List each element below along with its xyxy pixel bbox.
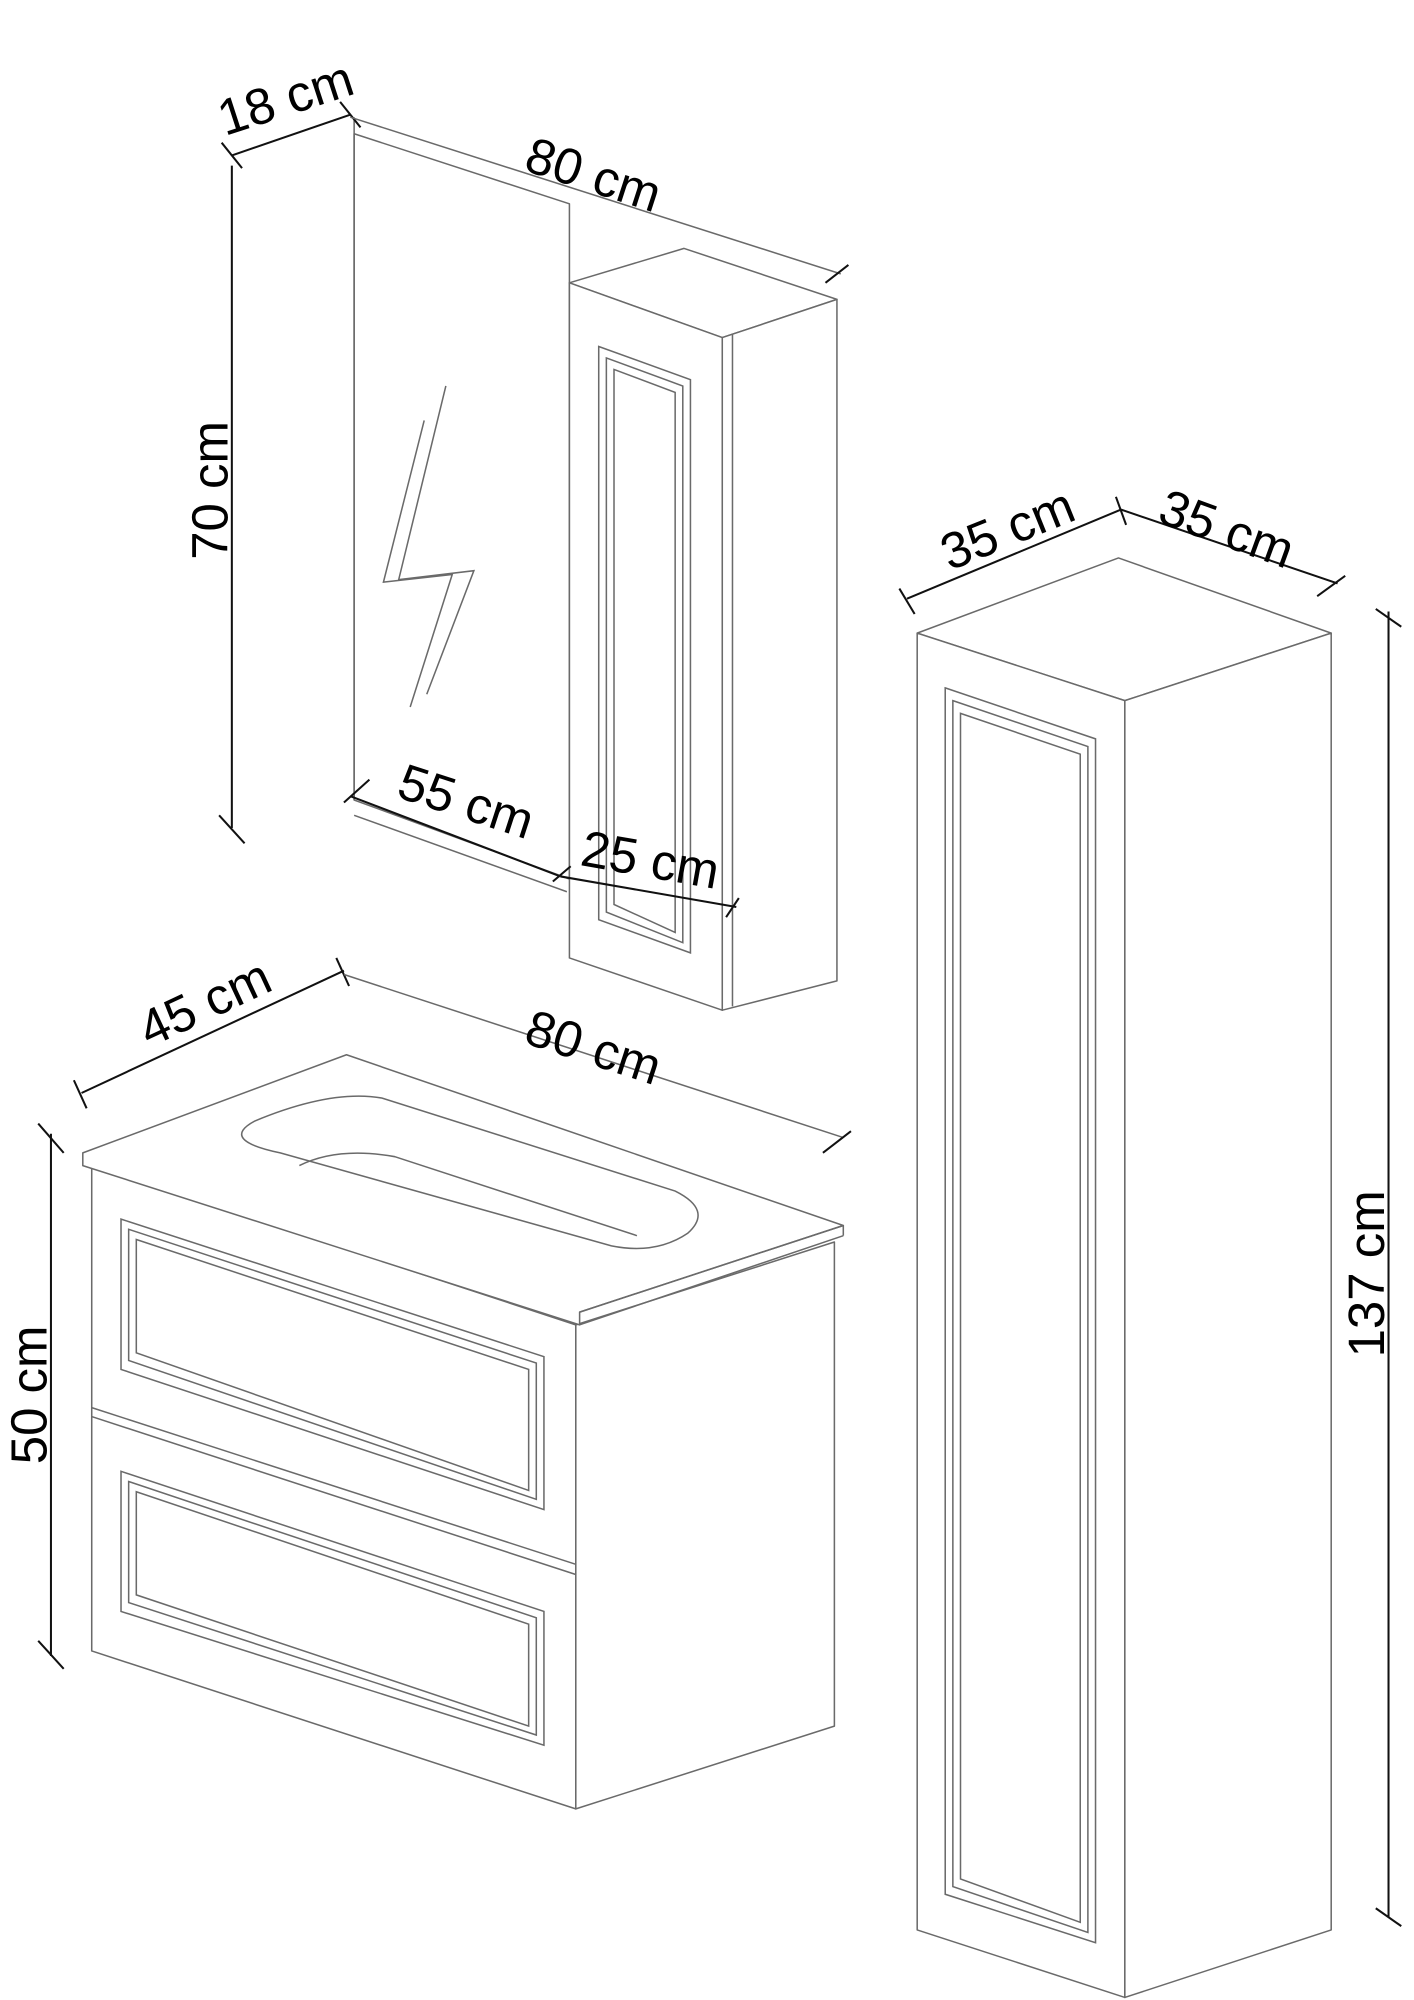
basin <box>240 1095 699 1250</box>
cabinet-door-panel <box>597 345 692 954</box>
tall-cabinet-height-label: 137 cm <box>1338 1190 1395 1357</box>
side-cabinet-side <box>721 298 838 1011</box>
vanity-height-label: 50 cm <box>1 1326 58 1465</box>
vanity-unit <box>82 1054 845 1810</box>
bottom-drawer-panel <box>120 1470 545 1747</box>
mirror-height-label: 70 cm <box>181 421 238 560</box>
tall-cabinet-depth-label: 35 cm <box>1152 478 1302 579</box>
mirror-light-symbol <box>397 385 476 695</box>
tall-cabinet-door-panel <box>944 686 1097 1944</box>
vanity-body-side <box>575 1241 836 1810</box>
vanity-width-label: 80 cm <box>519 999 669 1096</box>
mirror-depth-label: 18 cm <box>211 50 361 147</box>
mirror-panel <box>353 133 571 880</box>
vanity-depth-label: 45 cm <box>130 948 280 1058</box>
tall-cabinet-side <box>1124 632 1332 1999</box>
tall-cabinet <box>916 557 1332 1999</box>
mirror-cabinet <box>353 117 838 1011</box>
top-drawer-panel <box>120 1218 545 1511</box>
tall-cabinet-front <box>916 632 1126 1999</box>
tall-cabinet-width-label: 35 cm <box>932 476 1082 581</box>
